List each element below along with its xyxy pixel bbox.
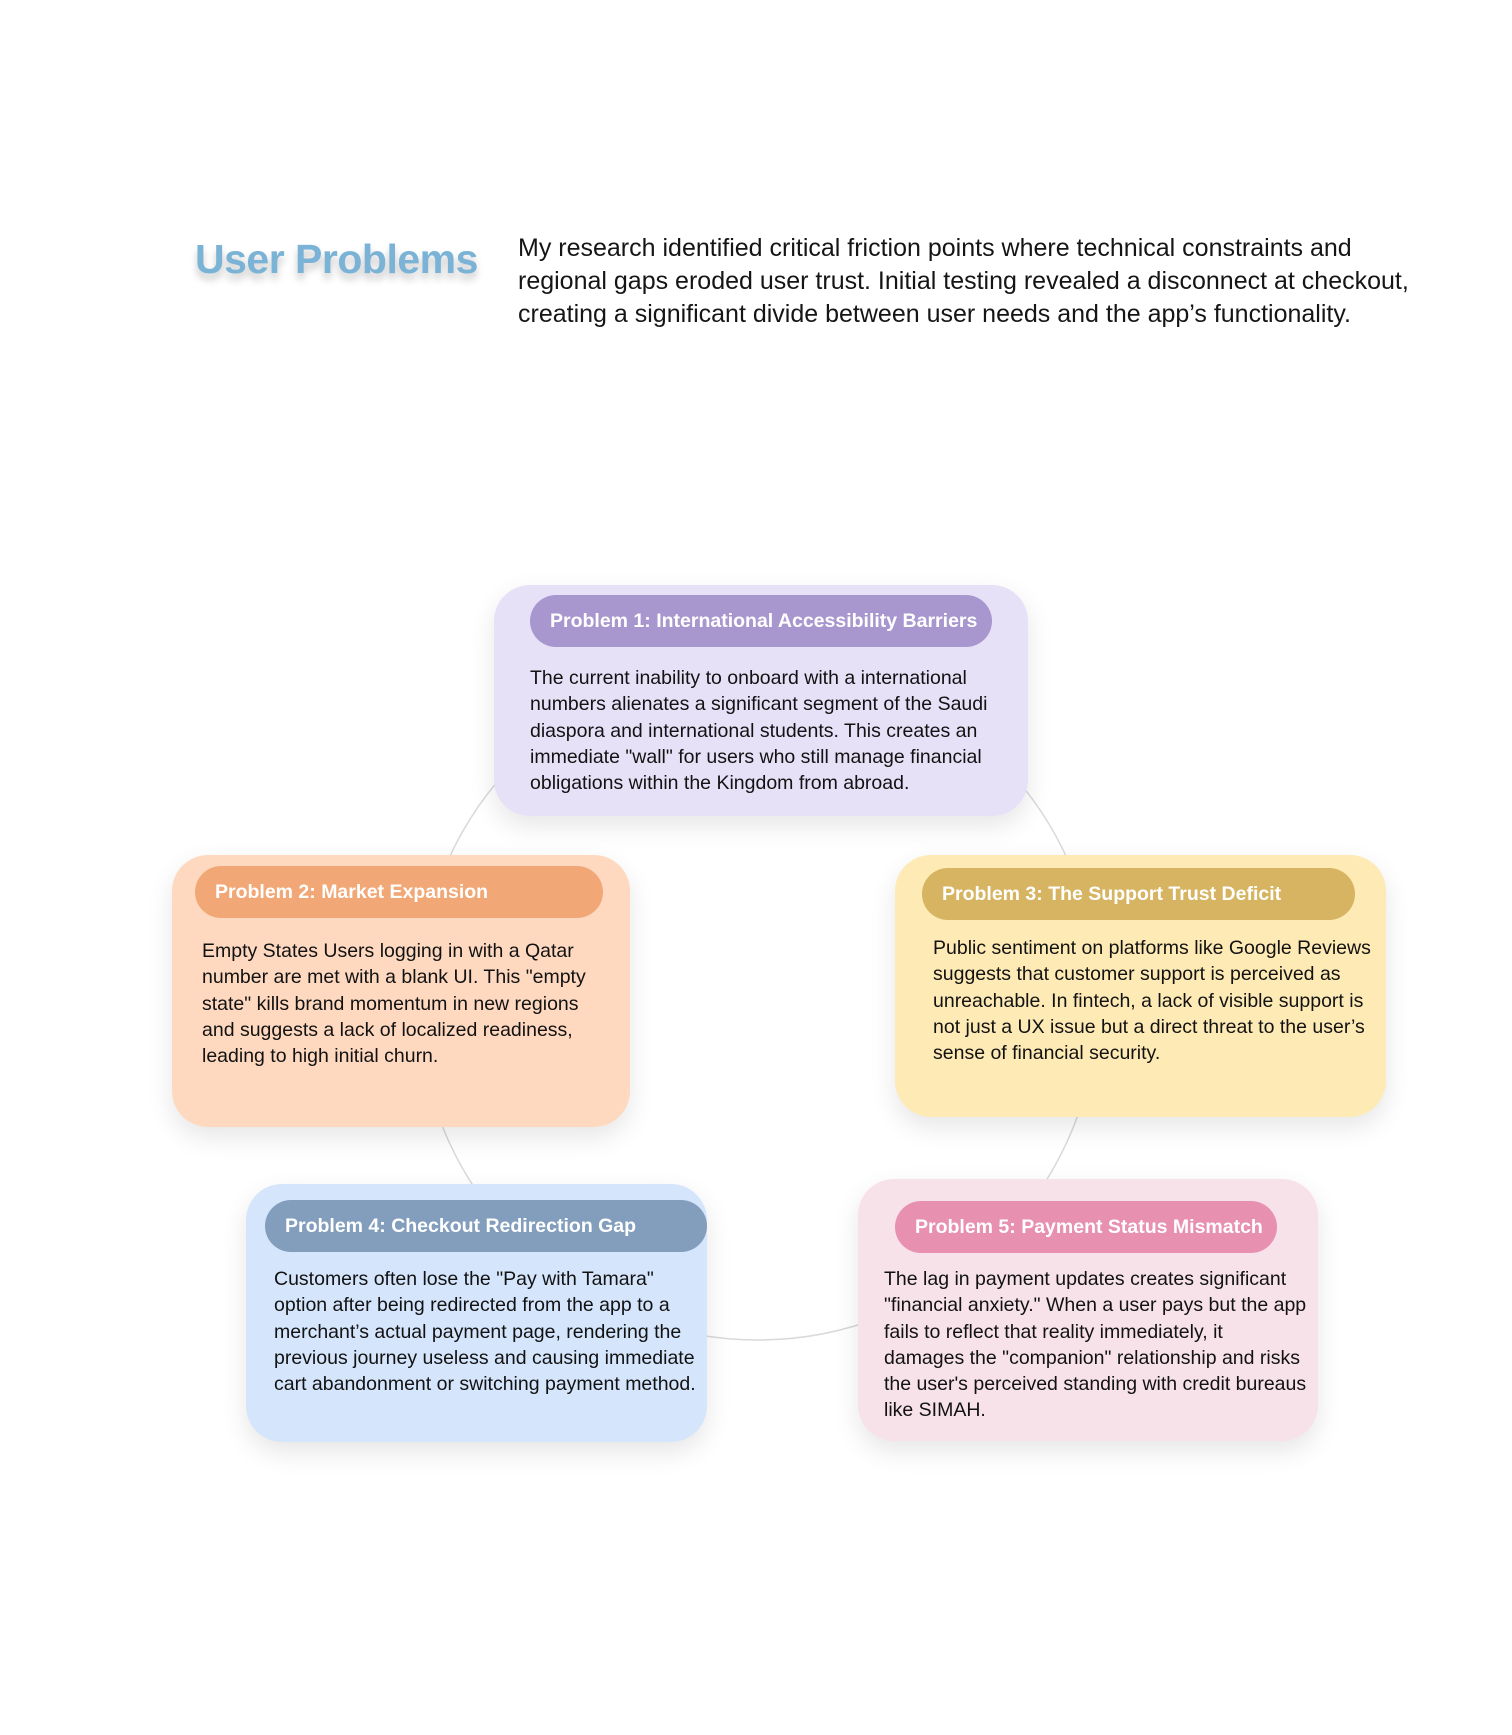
problem-label-2: Problem 2: Market Expansion <box>195 866 603 918</box>
problem-card-5: Problem 5: Payment Status Mismatch The l… <box>858 1179 1318 1441</box>
intro-paragraph: My research identified critical friction… <box>518 234 1409 328</box>
problem-label-3: Problem 3: The Support Trust Deficit <box>922 868 1355 920</box>
problem-card-1: Problem 1: International Accessibility B… <box>494 585 1028 816</box>
problem-description-4: Customers often lose the "Pay with Tamar… <box>274 1268 696 1396</box>
problem-label-4: Problem 4: Checkout Redirection Gap <box>265 1200 707 1252</box>
problem-description-1: The current inability to onboard with a … <box>530 667 988 795</box>
problem-card-3: Problem 3: The Support Trust Deficit Pub… <box>895 855 1386 1117</box>
section-title: User Problems <box>195 236 478 282</box>
problem-card-2: Problem 2: Market Expansion Empty States… <box>172 855 630 1127</box>
problem-label-5: Problem 5: Payment Status Mismatch <box>895 1201 1277 1253</box>
problem-label-1: Problem 1: International Accessibility B… <box>530 595 992 647</box>
problem-description-3: Public sentiment on platforms like Googl… <box>933 937 1371 1065</box>
problem-card-4: Problem 4: Checkout Redirection Gap Cust… <box>246 1184 707 1442</box>
problem-description-2: Empty States Users logging in with a Qat… <box>202 940 586 1068</box>
problem-description-5: The lag in payment updates creates signi… <box>884 1268 1307 1422</box>
